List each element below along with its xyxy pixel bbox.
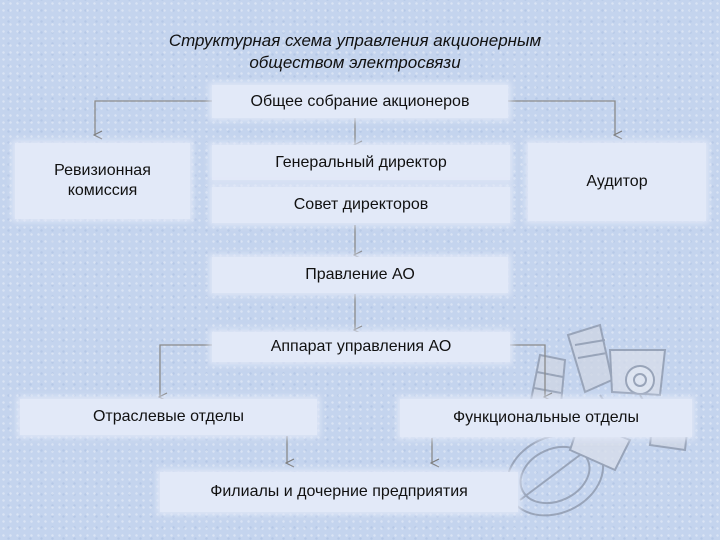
node-audit-commission: Ревизионная комиссия (15, 143, 190, 219)
node-board-of-directors-label: Совет директоров (293, 196, 429, 213)
node-auditor-label: Аудитор (586, 173, 648, 190)
title-line-2: обществом электросвязи (249, 53, 461, 72)
node-branches-label: Филиалы и дочерние предприятия (210, 483, 468, 500)
node-general-director: Генеральный директор (212, 145, 510, 180)
node-management-apparatus: Аппарат управления АО (212, 332, 510, 362)
connector-meeting-to-auditor (508, 100, 615, 135)
title-line-1: Структурная схема управления акционерным (168, 31, 542, 50)
node-functional-departments-label: Функциональные отделы (453, 409, 639, 426)
node-sector-departments: Отраслевые отделы (20, 399, 317, 435)
node-general-meeting-label: Общее собрание акционеров (250, 92, 470, 110)
node-management-board: Правление АО (212, 257, 508, 293)
diagram-title: Структурная схема управления акционерным… (110, 30, 600, 74)
node-management-apparatus-label: Аппарат управления АО (270, 338, 452, 355)
node-general-director-label: Генеральный директор (275, 153, 447, 171)
node-branches: Филиалы и дочерние предприятия (160, 472, 518, 512)
connector-apparatus-to-sector (160, 344, 212, 397)
connector-apparatus-to-functional (510, 344, 545, 397)
node-management-board-label: Правление АО (305, 266, 415, 283)
node-auditor: Аудитор (528, 143, 706, 221)
node-functional-departments: Функциональные отделы (400, 399, 692, 437)
node-audit-commission-line-1: Ревизионная (54, 162, 151, 179)
node-general-meeting: Общее собрание акционеров (212, 85, 508, 118)
node-board-of-directors: Совет директоров (212, 187, 510, 223)
node-audit-commission-line-2: комиссия (67, 182, 138, 199)
node-sector-departments-label: Отраслевые отделы (92, 408, 245, 425)
connector-meeting-to-audit-commission (95, 100, 212, 135)
